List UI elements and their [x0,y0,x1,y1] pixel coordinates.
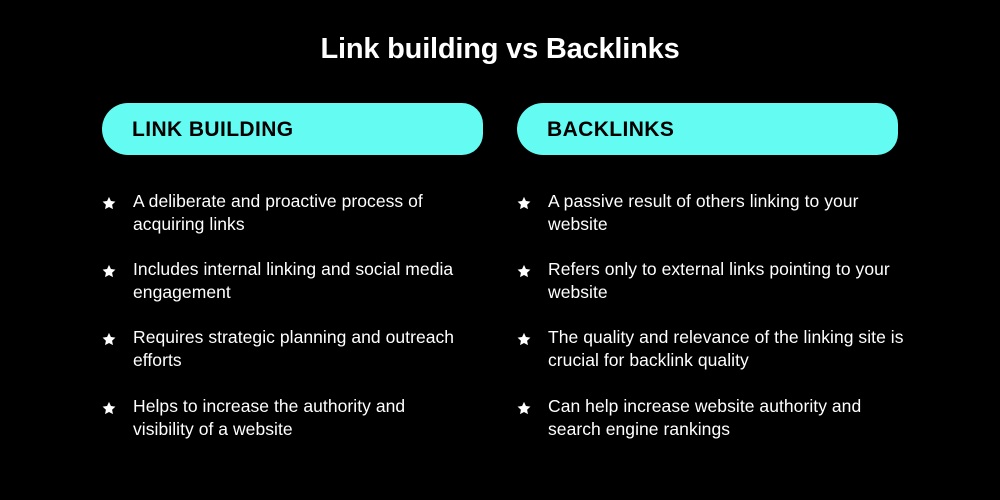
list-item: Helps to increase the authority and visi… [102,395,500,441]
bullet-list-link-building: A deliberate and proactive process of ac… [102,190,500,441]
star-icon [102,196,116,210]
list-item-text: Includes internal linking and social med… [133,259,454,303]
star-icon [517,401,531,415]
list-item-text: The quality and relevance of the linking… [548,327,904,371]
bullet-list-backlinks: A passive result of others linking to yo… [517,190,1000,441]
list-item: Can help increase website authority and … [517,395,1000,441]
star-icon [102,264,116,278]
list-item: Refers only to external links pointing t… [517,258,1000,304]
column-backlinks: BACKLINKS A passive result of others lin… [500,103,1000,441]
header-label-link-building: LINK BUILDING [132,117,294,141]
star-icon [102,401,116,415]
header-pill-link-building: LINK BUILDING [102,103,483,155]
comparison-columns: LINK BUILDING A deliberate and proactive… [0,103,1000,441]
list-item-text: Can help increase website authority and … [548,395,862,439]
list-item-text: Helps to increase the authority and visi… [133,395,406,439]
list-item-text: Refers only to external links pointing t… [548,259,890,303]
star-icon [517,264,531,278]
list-item: A passive result of others linking to yo… [517,190,1000,236]
list-item-text: A passive result of others linking to yo… [548,191,859,235]
star-icon [102,332,116,346]
list-item: Includes internal linking and social med… [102,258,500,304]
list-item-text: Requires strategic planning and outreach… [133,327,455,371]
header-pill-backlinks: BACKLINKS [517,103,898,155]
list-item: A deliberate and proactive process of ac… [102,190,500,236]
list-item: Requires strategic planning and outreach… [102,326,500,372]
star-icon [517,196,531,210]
star-icon [517,332,531,346]
list-item: The quality and relevance of the linking… [517,326,1000,372]
list-item-text: A deliberate and proactive process of ac… [133,191,423,235]
column-link-building: LINK BUILDING A deliberate and proactive… [0,103,500,441]
header-label-backlinks: BACKLINKS [547,117,675,141]
page-title: Link building vs Backlinks [320,33,680,65]
